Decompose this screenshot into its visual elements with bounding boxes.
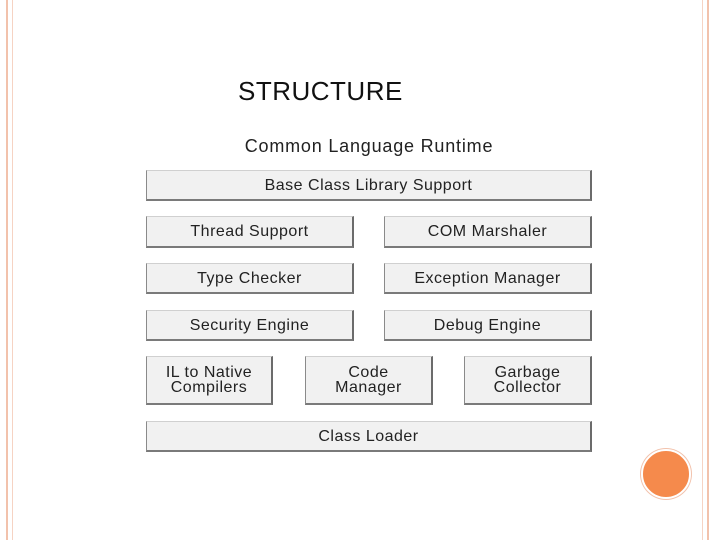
com-marshaler-box: COM Marshaler (384, 216, 592, 248)
right-border-line-inner (707, 0, 709, 540)
right-border-line (702, 0, 703, 540)
slide-title: STRUCTURE (238, 76, 403, 106)
diagram-title: Common Language Runtime (244, 136, 494, 156)
thread-support-box: Thread Support (146, 216, 354, 248)
decorative-circle (641, 449, 691, 499)
debug-engine-box: Debug Engine (384, 310, 592, 341)
type-checker-box: Type Checker (146, 263, 354, 294)
class-loader-box: Class Loader (146, 421, 592, 452)
left-border-line (6, 0, 8, 540)
il-to-native-compilers-box: IL to Native Compilers (146, 356, 273, 405)
left-border-line-inner (12, 0, 13, 540)
security-engine-box: Security Engine (146, 310, 354, 341)
base-class-library-box: Base Class Library Support (146, 170, 592, 201)
code-manager-box: Code Manager (305, 356, 433, 405)
garbage-collector-box: Garbage Collector (464, 356, 592, 405)
exception-manager-box: Exception Manager (384, 263, 592, 294)
